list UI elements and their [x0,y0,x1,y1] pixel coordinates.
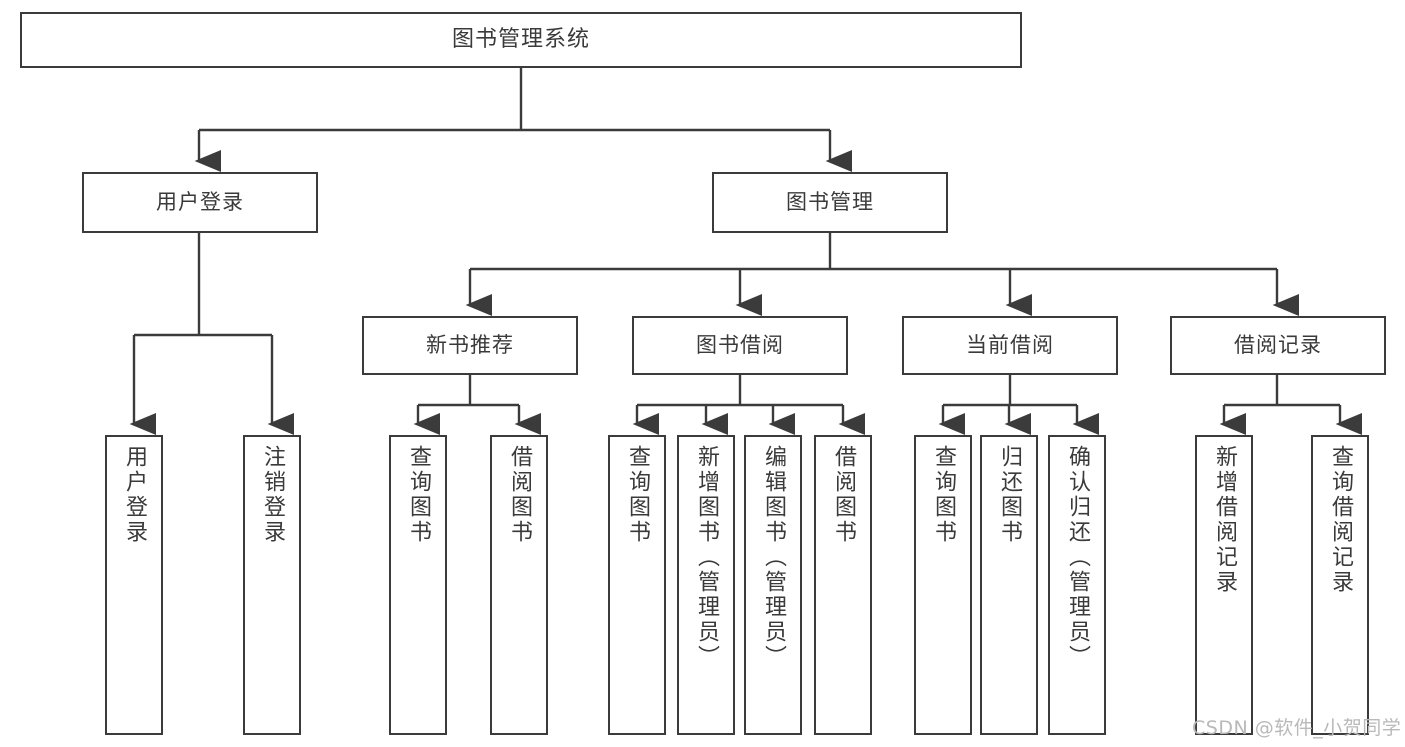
node-root[interactable]: 图书管理系统 [20,12,1022,68]
node-leaf-logout-login[interactable]: 注销登录 [243,435,301,735]
node-leaf-return-book-label: 归还图书 [997,445,1022,545]
node-root-label: 图书管理系统 [451,27,590,53]
node-new-book-recommend-label: 新书推荐 [426,333,514,358]
edge-group-root [194,68,852,172]
node-leaf-borrow-book-1-label: 借阅图书 [507,445,532,545]
edge-group-new-book-recommend [413,375,541,435]
node-leaf-borrow-book-2[interactable]: 借阅图书 [814,435,872,735]
node-leaf-query-book-2[interactable]: 查询图书 [608,435,666,735]
node-leaf-edit-book[interactable]: 编辑图书（管理员） [744,435,802,735]
node-leaf-add-book-label: 新增图书（管理员） [694,445,719,670]
node-user-login[interactable]: 用户登录 [82,172,318,233]
node-book-borrow-label: 图书借阅 [696,333,784,358]
node-leaf-add-record-label: 新增借阅记录 [1212,445,1237,595]
node-current-borrow[interactable]: 当前借阅 [902,316,1118,375]
node-leaf-query-book-3[interactable]: 查询图书 [914,435,972,735]
node-new-book-recommend[interactable]: 新书推荐 [362,316,578,375]
node-leaf-user-login-label: 用户登录 [122,445,147,545]
edge-group-current-borrow [938,375,1099,435]
edge-group-borrow-record [1219,375,1362,435]
node-leaf-query-book-2-label: 查询图书 [625,445,650,545]
edge-group-book-borrow [632,375,865,435]
node-leaf-query-book-3-label: 查询图书 [931,445,956,545]
node-leaf-add-book[interactable]: 新增图书（管理员） [677,435,735,735]
node-current-borrow-label: 当前借阅 [966,333,1054,358]
node-leaf-return-book[interactable]: 归还图书 [980,435,1038,735]
node-leaf-confirm-return[interactable]: 确认归还（管理员） [1048,435,1106,735]
node-leaf-confirm-return-label: 确认归还（管理员） [1065,445,1090,670]
node-book-management-label: 图书管理 [786,190,874,215]
node-leaf-edit-book-label: 编辑图书（管理员） [761,445,786,670]
node-borrow-record-label: 借阅记录 [1234,333,1322,358]
edge-group-user-login [129,233,294,435]
node-user-login-label: 用户登录 [156,190,244,215]
node-book-borrow[interactable]: 图书借阅 [632,316,848,375]
node-borrow-record[interactable]: 借阅记录 [1170,316,1386,375]
edge-group-book-management [465,233,1299,316]
node-book-management[interactable]: 图书管理 [712,172,948,233]
node-leaf-query-book-1[interactable]: 查询图书 [389,435,447,735]
node-leaf-query-book-1-label: 查询图书 [406,445,431,545]
node-leaf-query-record-label: 查询借阅记录 [1328,445,1353,595]
node-leaf-query-record[interactable]: 查询借阅记录 [1311,435,1369,735]
node-leaf-borrow-book-1[interactable]: 借阅图书 [490,435,548,735]
node-leaf-user-login[interactable]: 用户登录 [105,435,163,735]
node-leaf-add-record[interactable]: 新增借阅记录 [1195,435,1253,735]
node-leaf-borrow-book-2-label: 借阅图书 [831,445,856,545]
node-leaf-logout-login-label: 注销登录 [260,445,285,545]
